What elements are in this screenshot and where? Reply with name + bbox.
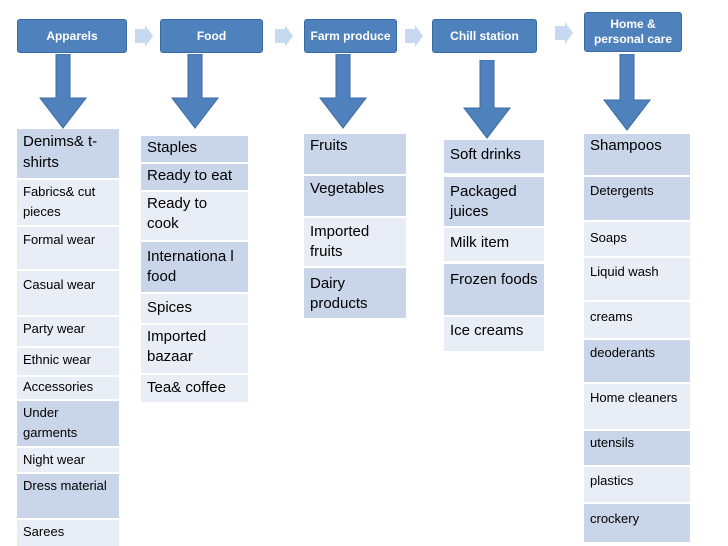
list-item: Vegetables <box>304 176 406 216</box>
arrow-down-icon <box>318 54 368 129</box>
list-item: Packaged juices <box>444 177 544 226</box>
list-item: Imported bazaar <box>141 325 248 373</box>
list-item: Accessories <box>17 377 119 399</box>
header-food: Food <box>160 19 263 53</box>
list-item: Staples <box>141 136 248 162</box>
list-item: Sarees <box>17 520 119 546</box>
arrow-down-icon <box>462 60 512 139</box>
list-item: Shampoos <box>584 134 690 175</box>
list-item: Dairy products <box>304 268 406 318</box>
list-item: Casual wear <box>17 271 119 315</box>
arrow-down-icon <box>602 54 652 131</box>
list-item: Night wear <box>17 448 119 472</box>
chevron-right-icon <box>135 25 153 47</box>
list-item: Home cleaners <box>584 384 690 429</box>
chevron-right-icon <box>405 25 423 47</box>
list-item: Fabrics& cut pieces <box>17 180 119 225</box>
list-item: Ready to cook <box>141 192 248 240</box>
list-item: plastics <box>584 467 690 502</box>
list-item: Tea& coffee <box>141 375 248 402</box>
list-item: Denims& t-shirts <box>17 129 119 178</box>
header-apparels: Apparels <box>17 19 127 53</box>
list-item: Frozen foods <box>444 264 544 315</box>
header-chill-station: Chill station <box>432 19 537 53</box>
header-home-personal-care: Home & personal care <box>584 12 682 52</box>
list-item: Dress material <box>17 474 119 518</box>
list-item: crockery <box>584 504 690 542</box>
arrow-down-icon <box>38 54 88 129</box>
list-item: Soft drinks <box>444 140 544 173</box>
list-item: Ice creams <box>444 317 544 351</box>
list-item: Fruits <box>304 134 406 174</box>
header-farm-produce: Farm produce <box>304 19 397 53</box>
list-item: Formal wear <box>17 227 119 269</box>
list-item: Detergents <box>584 177 690 220</box>
list-item: Under garments <box>17 401 119 446</box>
list-item: Ready to eat <box>141 164 248 190</box>
list-item: Party wear <box>17 317 119 346</box>
list-item: Ethnic wear <box>17 348 119 375</box>
list-item: deoderants <box>584 340 690 382</box>
list-item: Liquid wash <box>584 258 690 300</box>
list-item: Spices <box>141 294 248 323</box>
chevron-right-icon <box>275 25 293 47</box>
list-item: Internationa l food <box>141 242 248 292</box>
list-item: creams <box>584 302 690 338</box>
list-item: Soaps <box>584 222 690 256</box>
list-item: Imported fruits <box>304 218 406 266</box>
list-item: Milk item <box>444 228 544 261</box>
chevron-right-icon <box>555 22 573 44</box>
list-item: utensils <box>584 431 690 465</box>
arrow-down-icon <box>170 54 220 129</box>
